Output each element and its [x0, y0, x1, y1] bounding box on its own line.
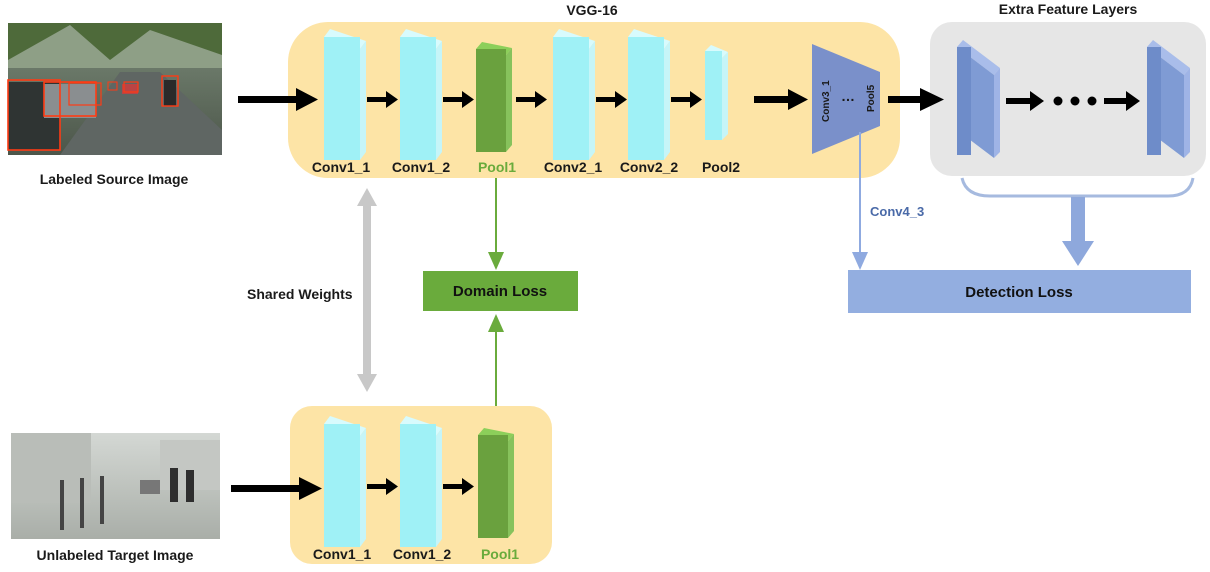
shared-weights-arrow [357, 188, 377, 392]
domain-loss-box [423, 271, 578, 311]
top-label-pool2: Pool2 [702, 159, 740, 175]
top-arrow-3 [516, 91, 547, 108]
extra-title: Extra Feature Layers [999, 1, 1138, 17]
source-label: Labeled Source Image [40, 171, 189, 187]
bottom-conv1-1-block [324, 416, 366, 547]
bottom-pool1-block [478, 428, 514, 538]
top-label-conv2-2: Conv2_2 [620, 159, 679, 175]
top-arrow-1 [367, 91, 398, 108]
top-arrow-5 [671, 91, 702, 108]
top-label-conv2-1: Conv2_1 [544, 159, 603, 175]
conv3-pool5-trapezoid [812, 44, 880, 154]
bottom-label-conv1-2: Conv1_2 [393, 546, 452, 562]
top-arrow-2 [443, 91, 474, 108]
arrow-source-to-conv [238, 88, 318, 111]
bottom-arrow-2 [443, 478, 474, 495]
target-image [11, 433, 220, 539]
bottom-label-pool1: Pool1 [481, 546, 519, 562]
top-pool1-block [476, 42, 512, 152]
top-conv2-2-block [628, 29, 670, 160]
bottom-conv1-2-block [400, 416, 442, 547]
domain-loss-label: Domain Loss [453, 283, 547, 300]
top-arrow-6 [754, 89, 808, 110]
extra-to-detection-arrow [1062, 197, 1094, 266]
top-conv2-1-block [553, 29, 595, 160]
top-label-conv1-1: Conv1_1 [312, 159, 371, 175]
top-conv1-1-block [324, 29, 366, 160]
top-pool2-block [705, 45, 728, 140]
trapezoid-label-pool5: Pool5 [866, 84, 877, 112]
top-label-pool1: Pool1 [478, 159, 516, 175]
shared-weights-label: Shared Weights [247, 286, 353, 302]
detection-loss-box [848, 270, 1191, 313]
target-label: Unlabeled Target Image [37, 547, 194, 563]
extra-block-first [957, 40, 1000, 158]
bottom-label-conv1-1: Conv1_1 [313, 546, 372, 562]
extra-bracket [960, 177, 1195, 198]
extra-arrow-dots [1006, 91, 1140, 111]
bottom-arrow-1 [367, 478, 398, 495]
extra-block-last [1147, 40, 1190, 158]
source-image [7, 23, 222, 155]
trapezoid-label-conv3-1: Conv3_1 [821, 80, 832, 122]
arrow-to-extra [888, 88, 944, 111]
top-conv1-2-block [400, 29, 442, 160]
detection-loss-label: Detection Loss [965, 284, 1073, 301]
top-label-conv1-2: Conv1_2 [392, 159, 451, 175]
vgg-title: VGG-16 [566, 2, 618, 18]
top-arrow-4 [596, 91, 627, 108]
arrow-target-to-conv [231, 477, 322, 500]
conv4-3-label: Conv4_3 [870, 204, 924, 219]
trapezoid-dots: … [841, 88, 855, 104]
